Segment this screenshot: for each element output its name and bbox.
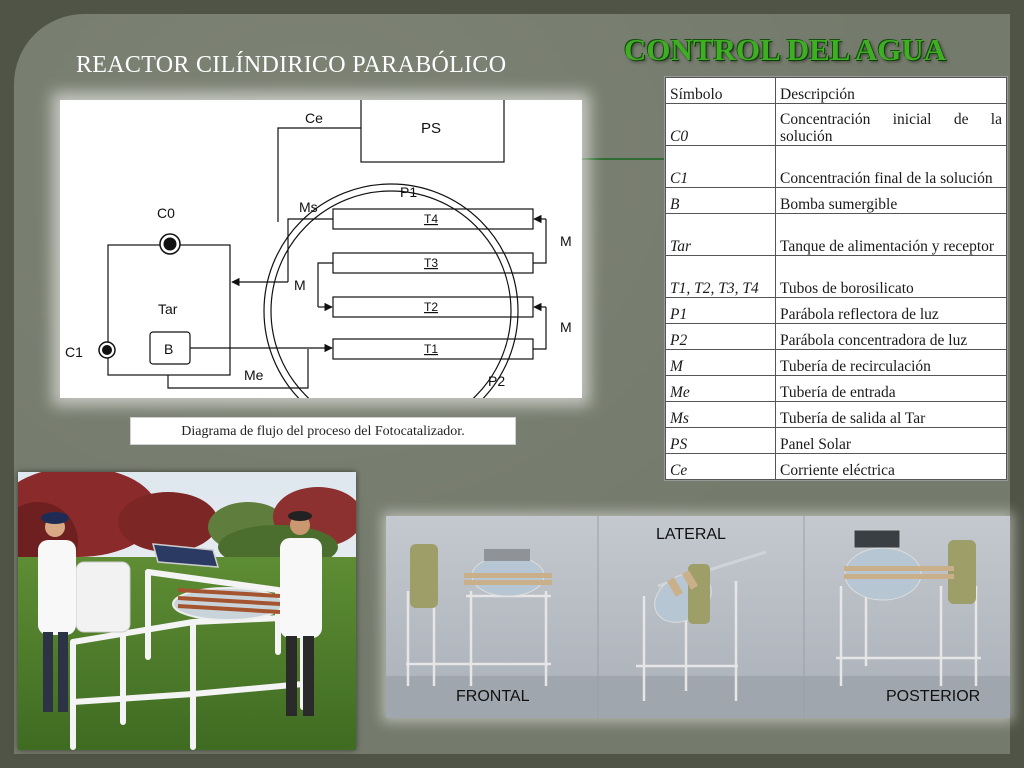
table-header-symbol: Símbolo [665, 77, 776, 104]
label-m-bottom: M [560, 319, 572, 335]
table-cell-description: Tubería de recirculación [775, 349, 1007, 376]
tube-t2 [332, 296, 534, 318]
label-ps: PS [421, 120, 441, 137]
label-p1: P1 [400, 184, 417, 200]
c1-sensor-dot [102, 345, 112, 355]
c0-sensor-dot [163, 237, 177, 251]
table-cell-description: Parábola concentradora de luz [775, 323, 1007, 350]
label-t3: T3 [424, 256, 438, 270]
flow-diagram: Ce PS P1 Ms C0 M M M Tar B C1 Me P2 T4 T… [60, 100, 582, 398]
table-cell-symbol: T1, T2, T3, T4 [665, 255, 776, 298]
reactor-photo-svg [18, 472, 356, 750]
label-t4: T4 [424, 212, 438, 226]
table-cell-description: Tubería de entrada [775, 375, 1007, 402]
connector-line [576, 158, 664, 160]
slide-title: REACTOR CILÍNDIRICO PARABÓLICO [76, 52, 507, 78]
label-p2: P2 [488, 373, 505, 389]
table-cell-symbol: P2 [665, 323, 776, 350]
table-cell-description: Corriente eléctrica [775, 453, 1007, 480]
table-cell-symbol: M [665, 349, 776, 376]
label-tar: Tar [158, 301, 178, 317]
table-cell-description: Panel Solar [775, 427, 1007, 454]
table-cell-symbol: C1 [665, 145, 776, 188]
me-line [167, 349, 309, 389]
label-b: B [164, 341, 173, 357]
reactor-renders: LATERAL FRONTAL POSTERIOR [386, 516, 1010, 718]
reactor-photo [18, 472, 356, 750]
label-m-top: M [560, 233, 572, 249]
table-cell-symbol: Tar [665, 213, 776, 256]
label-c1: C1 [65, 344, 83, 360]
diagram-caption: Diagrama de flujo del proceso del Fotoca… [130, 417, 516, 445]
ps-box [360, 100, 505, 163]
ce-line [277, 127, 361, 222]
table-cell-description: Bomba sumergible [775, 187, 1007, 214]
header-title: CONTROL DEL AGUA [624, 32, 947, 67]
label-posterior: POSTERIOR [886, 688, 981, 705]
table-cell-description: Concentración inicial de la solución [775, 103, 1007, 146]
table-cell-description: Tubería de salida al Tar [775, 401, 1007, 428]
ms-line [287, 218, 333, 282]
table-cell-symbol: Me [665, 375, 776, 402]
table-cell-symbol: PS [665, 427, 776, 454]
table-cell-description: Parábola reflectora de luz [775, 297, 1007, 324]
flow-diagram-svg: Ce PS P1 Ms C0 M M M Tar B C1 Me P2 T4 T… [65, 100, 572, 398]
parabola-p2 [263, 183, 519, 398]
label-t1: T1 [424, 342, 438, 356]
label-frontal: FRONTAL [456, 688, 530, 705]
label-ce: Ce [305, 110, 323, 126]
table-cell-symbol: Ms [665, 401, 776, 428]
reactor-renders-svg [386, 516, 1010, 718]
label-c0: C0 [157, 205, 175, 221]
table-header-row: Símbolo Descripción [665, 77, 1007, 104]
table-cell-description: Concentración final de la solución [775, 145, 1007, 188]
m-left-line [317, 262, 333, 307]
table-cell-symbol: Ce [665, 453, 776, 480]
label-t2: T2 [424, 300, 438, 314]
m-right-bottom-line [533, 307, 547, 350]
parabola-p1 [270, 190, 512, 398]
table-cell-symbol: C0 [665, 103, 776, 146]
table-cell-description: Tubos de borosilicato [775, 255, 1007, 298]
label-m-left: M [294, 277, 306, 293]
table-header-description: Descripción [775, 77, 1007, 104]
table-cell-symbol: B [665, 187, 776, 214]
table-cell-description: Tanque de alimentación y receptor [775, 213, 1007, 256]
m-right-top-line [533, 219, 547, 264]
label-lateral: LATERAL [656, 526, 726, 543]
label-ms: Ms [299, 199, 318, 215]
table-cell-symbol: P1 [665, 297, 776, 324]
label-me: Me [244, 367, 264, 383]
